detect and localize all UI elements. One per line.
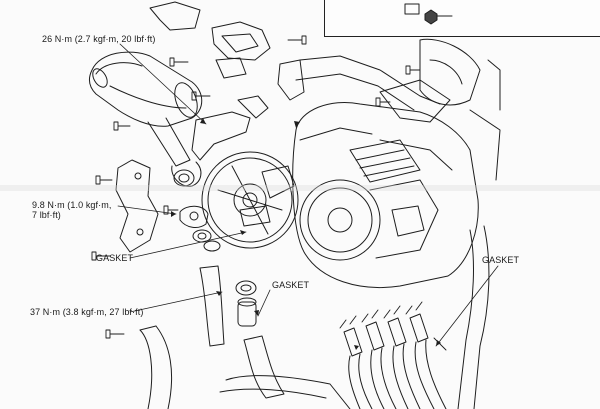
side-bracket	[115, 159, 159, 253]
inset-detail-box	[324, 0, 600, 37]
gasket-callout-right: GASKET	[482, 255, 520, 265]
bolt-icons	[91, 35, 447, 351]
muffler	[88, 51, 203, 127]
gasket-callout-center: GASKET	[272, 280, 310, 290]
header-studs	[339, 301, 423, 329]
torque-callout-middle-line2: 7 lbf·ft)	[32, 210, 61, 220]
torque-callout-lower: 37 N·m (3.8 kgf·m, 27 lbf·ft)	[30, 307, 144, 317]
inset-bolt-icon	[404, 3, 453, 25]
torque-callout-upper: 26 N·m (2.7 kgf·m, 20 lbf·ft)	[42, 34, 156, 44]
torque-callout-middle-line1: 9.8 N·m (1.0 kgf·m,	[32, 200, 112, 210]
leader-lines	[117, 43, 499, 347]
cylinder-head	[349, 139, 421, 183]
mount-bracket	[191, 95, 295, 227]
arrow-markers	[171, 118, 441, 350]
frame-upper	[277, 38, 501, 181]
brake-rotor	[201, 151, 299, 249]
lower-heat-guard	[139, 325, 173, 409]
frame-down-tube	[457, 225, 490, 409]
gasket-rings	[192, 229, 257, 327]
engine-block	[292, 101, 479, 288]
center-down-pipe	[199, 265, 351, 409]
link-pipe	[147, 117, 202, 187]
upper-bracket	[149, 1, 271, 79]
gasket-callout-left: GASKET	[96, 253, 134, 263]
pipe-clamp	[179, 205, 209, 228]
torque-callout-middle: 9.8 N·m (1.0 kgf·m, 7 lbf·ft)	[32, 200, 111, 220]
exhaust-headers	[343, 313, 447, 409]
